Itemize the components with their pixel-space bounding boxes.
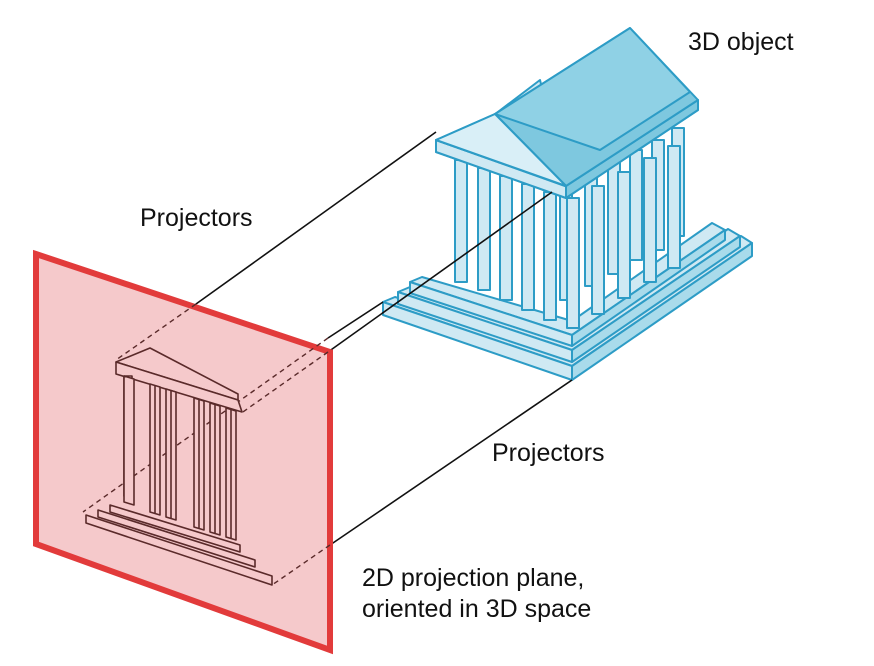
projector-dashed-lines xyxy=(82,303,331,586)
label-projectors-top: Projectors xyxy=(140,204,253,232)
projected-columns xyxy=(123,375,237,541)
temple-columns xyxy=(454,127,685,329)
projected-temple xyxy=(85,347,273,586)
temple-base-steps xyxy=(382,222,753,381)
projected-steps xyxy=(85,504,273,586)
label-projectors-bottom: Projectors xyxy=(492,439,605,467)
temple-roof xyxy=(435,27,699,199)
label-plane-line1: 2D projection plane, xyxy=(362,564,585,592)
projection-plane xyxy=(33,249,333,655)
projector-lines xyxy=(195,131,573,546)
label-plane-line2: oriented in 3D space xyxy=(362,595,592,623)
label-3d-object: 3D object xyxy=(688,28,794,56)
temple-3d-object xyxy=(382,27,753,381)
